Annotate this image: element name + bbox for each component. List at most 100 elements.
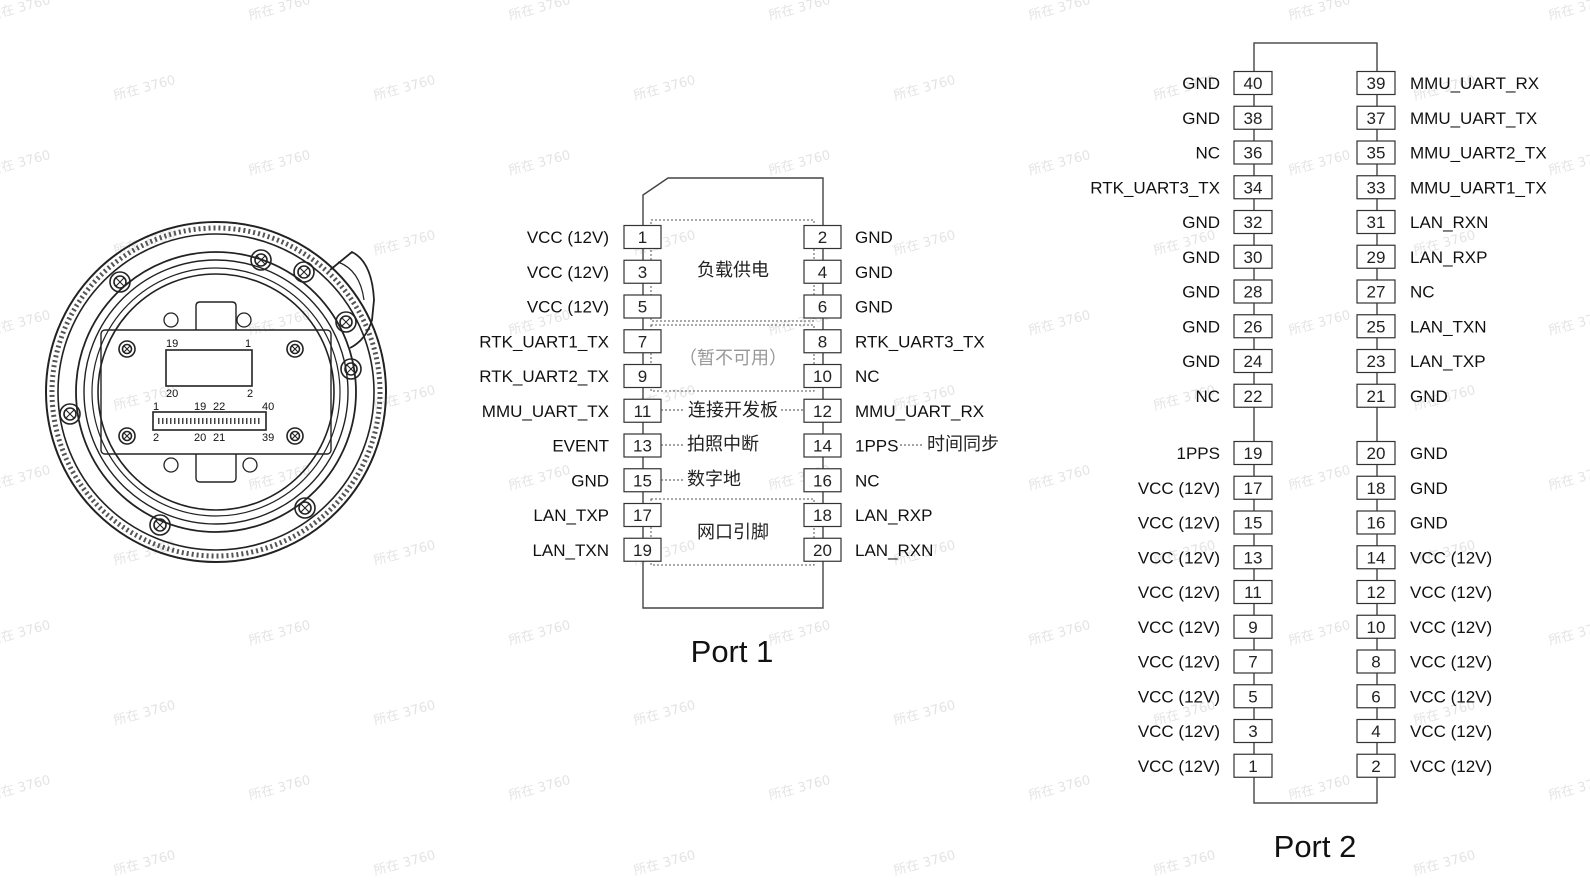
group-label-lan: 网口引脚 (697, 522, 769, 543)
pin-number: 10 (813, 367, 832, 386)
group-label-photo: 拍照中断 (687, 434, 759, 455)
pin-box (803, 294, 842, 319)
pin-signal-label: MMU_UART_TX (1410, 109, 1537, 128)
pin-number: 9 (638, 367, 647, 386)
pin-signal-label: VCC (12V) (1410, 548, 1492, 567)
pin-signal-label: EVENT (552, 437, 609, 456)
pin-box (803, 224, 842, 250)
pin-box (1233, 348, 1273, 374)
pin-box (1233, 105, 1273, 130)
watermark-text: 所在 3760 (892, 73, 957, 104)
pin-signal-label: LAN_TXN (1410, 317, 1487, 336)
pin-box (1233, 244, 1273, 269)
watermark-text: 所在 3760 (1287, 463, 1352, 494)
pin-box (623, 398, 662, 423)
pin-box (803, 398, 842, 423)
pin-number: 22 (1244, 387, 1263, 406)
pin-box (1356, 579, 1396, 605)
pin-number: 4 (1371, 722, 1380, 741)
pin-signal-label: LAN_TXP (1410, 352, 1486, 371)
pin-signal-label: VCC (12V) (1410, 618, 1492, 637)
pin-box (1233, 614, 1273, 639)
pin-signal-label: LAN_RXN (855, 541, 933, 560)
pin-number: 4 (818, 263, 827, 282)
watermark-text: 所在 3760 (1547, 773, 1590, 804)
pin-number: 30 (1244, 248, 1263, 267)
pin-number: 14 (813, 437, 832, 456)
pin-box (1356, 140, 1396, 165)
pin-box (1233, 684, 1273, 709)
watermark-text: 所在 3760 (1287, 148, 1352, 179)
watermark-text: 所在 3760 (1287, 773, 1352, 804)
pin-box (1233, 475, 1273, 500)
pin-number: 15 (633, 471, 652, 490)
pin-signal-label: VCC (12V) (1138, 653, 1220, 672)
pin-box (1233, 718, 1273, 744)
pin-box (623, 537, 662, 562)
screw-icons (59, 249, 362, 536)
pin-number: 19 (1244, 444, 1263, 463)
pin-number: 29 (1367, 248, 1386, 267)
watermark-text: 所在 3760 (0, 0, 52, 24)
pin-number: 28 (1244, 283, 1263, 302)
pin-number: 2 (818, 228, 827, 247)
pin-box (1233, 383, 1273, 408)
watermark-text: 所在 3760 (1287, 618, 1352, 649)
pin-number: 21 (1367, 387, 1386, 406)
pin-signal-label: GND (1182, 74, 1220, 93)
pin-box (803, 329, 842, 354)
watermark-text: 所在 3760 (1027, 463, 1092, 494)
pin-box (1233, 545, 1273, 570)
pin-signal-label: VCC (12V) (1410, 583, 1492, 602)
pin-number: 5 (638, 298, 647, 317)
watermark-text: 所在 3760 (1412, 848, 1477, 879)
watermark-text: 所在 3760 (507, 148, 572, 179)
watermark-text: 所在 3760 (1027, 618, 1092, 649)
pin-box (623, 329, 662, 354)
pin-box (1356, 684, 1396, 709)
pin-signal-label: GND (855, 263, 893, 282)
device-num: 19 (194, 401, 206, 413)
device-num: 1 (153, 401, 159, 413)
pin-box (1356, 545, 1396, 570)
outer-ring-ticks (49, 225, 383, 559)
watermark-text: 所在 3760 (0, 773, 52, 804)
pin-number: 37 (1367, 109, 1386, 128)
pin-number: 14 (1367, 548, 1386, 567)
pin-box (1233, 440, 1273, 466)
pin-signal-label: NC (855, 367, 880, 386)
pin-signal-label: GND (571, 471, 609, 490)
watermark-text: 所在 3760 (767, 0, 832, 24)
pin-signal-label: LAN_RXP (855, 506, 932, 525)
pin-signal-label: GND (1410, 444, 1448, 463)
group-label-unavailable: （暂不可用） (679, 348, 787, 369)
pin-number: 12 (1367, 583, 1386, 602)
group-label-power: 负载供电 (697, 260, 769, 281)
watermark-text: 所在 3760 (1027, 773, 1092, 804)
pin-box (1356, 105, 1396, 130)
pin-signal-label: VCC (12V) (1138, 548, 1220, 567)
pin-number: 8 (1371, 653, 1380, 672)
pin-box (1356, 718, 1396, 744)
pin-number: 6 (818, 298, 827, 317)
pin-number: 15 (1244, 514, 1263, 533)
pin-number: 27 (1367, 283, 1386, 302)
pin-box (1233, 140, 1273, 165)
device-num: 22 (213, 401, 225, 413)
watermark-text: 所在 3760 (0, 308, 52, 339)
watermark-text: 所在 3760 (632, 73, 697, 104)
pin-number: 11 (1244, 583, 1262, 602)
pin-signal-label: GND (1182, 317, 1220, 336)
pin-signal-label: LAN_RXP (1410, 248, 1487, 267)
port1-title: Port 1 (691, 634, 774, 669)
watermark-text: 所在 3760 (1547, 463, 1590, 494)
pin-number: 40 (1244, 74, 1263, 93)
group-box-unavailable (650, 324, 815, 392)
pin-number: 6 (1371, 687, 1380, 706)
pin-signal-label: RTK_UART1_TX (479, 332, 609, 351)
pin-number: 35 (1367, 144, 1386, 163)
watermark-text: 所在 3760 (247, 773, 312, 804)
pin-number: 24 (1244, 352, 1263, 371)
device-num: 20 (166, 388, 178, 400)
